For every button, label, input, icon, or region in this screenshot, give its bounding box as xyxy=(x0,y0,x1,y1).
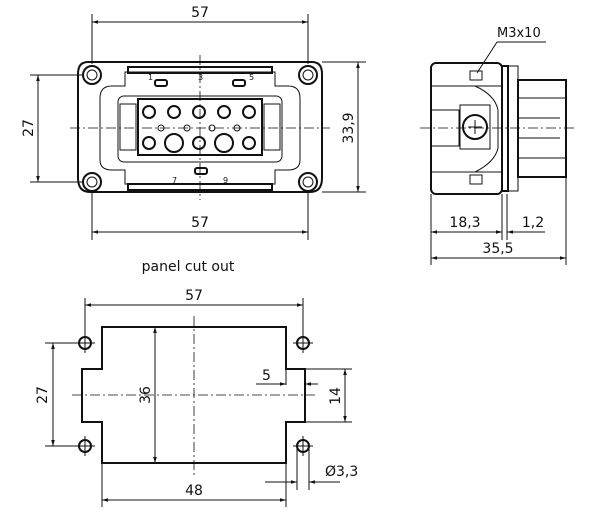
dim-hole-pitch: 27 xyxy=(21,119,37,137)
dim-notch-depth: 5 xyxy=(262,368,271,384)
pin-label-9: 9 xyxy=(223,176,228,185)
dim-hole-pitch-x: 57 xyxy=(185,288,203,304)
pin-label-1: 1 xyxy=(148,73,153,82)
dim-housing-depth: 18,3 xyxy=(449,215,480,231)
screw-label: M3x10 xyxy=(497,26,541,41)
pin-array xyxy=(142,105,256,153)
dim-cutout-width: 48 xyxy=(185,483,203,499)
dim-notch-height: 14 xyxy=(328,387,344,405)
dim-width-top: 57 xyxy=(191,5,209,21)
cutout-title: panel cut out xyxy=(142,259,235,275)
pin-label-5: 5 xyxy=(249,73,254,82)
dim-hole-diameter: Ø3,3 xyxy=(325,464,358,480)
dim-flange: 1,2 xyxy=(522,215,544,231)
dim-total-depth: 35,5 xyxy=(482,241,513,257)
dim-width-bottom: 57 xyxy=(191,215,209,231)
dim-cutout-height: 36 xyxy=(138,386,154,404)
dim-hole-pitch-y: 27 xyxy=(35,386,51,404)
front-view: 1 3 5 7 9 57 57 27 33,9 xyxy=(21,5,366,240)
mounting-screws xyxy=(82,65,318,192)
panel-cutout: panel cut out 57 48 27 36 14 5 Ø3,3 xyxy=(35,259,358,507)
dim-height: 33,9 xyxy=(341,112,357,143)
pin-label-7: 7 xyxy=(172,176,177,185)
side-view: M3x10 18,3 1,2 35,5 xyxy=(420,26,575,265)
pin-label-3: 3 xyxy=(198,73,203,82)
